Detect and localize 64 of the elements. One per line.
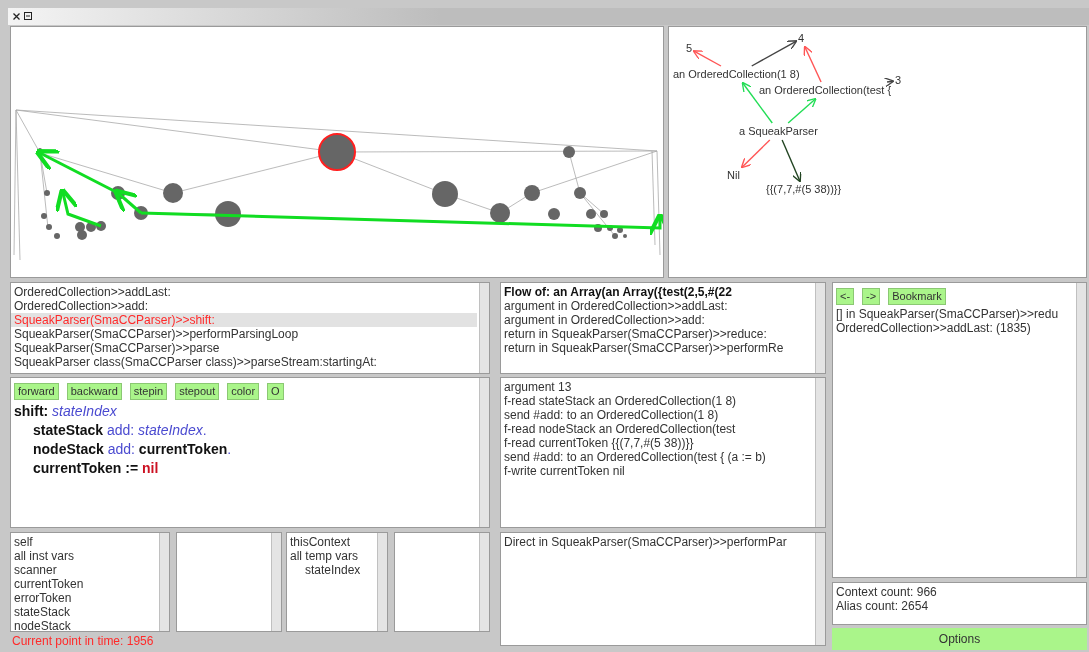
object-label: 4	[798, 32, 805, 45]
toolbar-button: stepout	[175, 383, 220, 400]
list-item: thisContext	[289, 535, 351, 549]
code-line: nodeStack add: currentToken.	[32, 440, 232, 459]
object-label: an OrderedCollection(1 8)	[673, 68, 800, 81]
code-line: currentToken := nil	[32, 459, 159, 478]
object-label: 3	[895, 74, 902, 87]
toolbar-button: stepin	[129, 383, 168, 400]
list-item: [] in SqueakParser(SmaCCParser)>>redu	[835, 307, 1059, 321]
selected-list-item: SqueakParser(SmaCCParser)>>shift:	[11, 313, 477, 327]
list-item: send #add: to an OrderedCollection(test { (a := b)	[503, 450, 766, 464]
arrow	[751, 40, 798, 67]
list-heading: Flow of: an Array(an Array({test(2,5,#(22	[503, 285, 732, 299]
list-item: SqueakParser class(SmaCCParser class)>>parseStream:startingAt:	[13, 355, 377, 369]
list-item: argument in OrderedCollection>>add:	[503, 313, 705, 327]
list-item: self	[13, 535, 33, 549]
list-item: Alias count: 2654	[835, 599, 929, 613]
status-text: Current point in time: 1956	[12, 634, 154, 648]
list-item: OrderedCollection>>add:	[13, 299, 149, 313]
toolbar-button: forward	[14, 383, 59, 400]
code-line: shift: stateIndex	[13, 402, 117, 421]
arrow	[692, 50, 722, 67]
list-item: SqueakParser(SmaCCParser)>>performParsingLoop	[13, 327, 299, 341]
object-label: 5	[686, 42, 693, 55]
list-item: stateIndex	[304, 563, 361, 577]
list-item: SqueakParser(SmaCCParser)>>parse	[13, 341, 220, 355]
arrow	[883, 77, 895, 88]
toolbar-button: <-	[836, 288, 855, 305]
list-item: Context count: 966	[835, 585, 937, 599]
object-label: a SqueakParser	[739, 125, 818, 138]
arrow	[741, 81, 773, 124]
toolbar-button: Bookmark	[888, 288, 946, 305]
arrow	[740, 139, 771, 169]
list-item: errorToken	[13, 591, 72, 605]
arrow	[787, 97, 817, 124]
list-item: nodeStack	[13, 619, 71, 631]
list-item: scanner	[13, 563, 57, 577]
list-item: all inst vars	[13, 549, 75, 563]
toolbar-button: color	[227, 383, 260, 400]
list-item: f-read currentToken {{(7,7,#(5 38))}}	[503, 436, 694, 450]
list-item: f-read stateStack an OrderedCollection(1 8)	[503, 394, 737, 408]
toolbar-button: O	[267, 383, 284, 400]
list-item: f-write currentToken nil	[503, 464, 625, 478]
list-item: stateStack	[13, 605, 71, 619]
list-item: return in SqueakParser(SmaCCParser)>>reduce:	[503, 327, 767, 341]
toolbar-button: ->	[862, 288, 881, 305]
options-button: Options	[832, 628, 1087, 650]
list-item: all temp vars	[289, 549, 359, 563]
list-item: f-read nodeStack an OrderedCollection(test	[503, 422, 736, 436]
object-label: Nil	[727, 169, 740, 182]
list-item: currentToken	[13, 577, 84, 591]
arrow	[803, 45, 822, 83]
list-item: argument in OrderedCollection>>addLast:	[503, 299, 728, 313]
list-item: OrderedCollection>>addLast: (1835)	[835, 321, 1031, 335]
object-label: an OrderedCollection(test {	[759, 84, 892, 97]
list-item: OrderedCollection>>addLast:	[13, 285, 171, 299]
list-item: return in SqueakParser(SmaCCParser)>>performRe	[503, 341, 784, 355]
arrow	[781, 139, 802, 183]
list-item: Direct in SqueakParser(SmaCCParser)>>performPar	[503, 535, 787, 549]
code-line: stateStack add: stateIndex.	[32, 421, 207, 440]
list-item: send #add: to an OrderedCollection(1 8)	[503, 408, 719, 422]
toolbar-button: backward	[66, 383, 122, 400]
list-item: argument 13	[503, 380, 572, 394]
object-label: {{(7,7,#(5 38))}}	[766, 183, 842, 196]
